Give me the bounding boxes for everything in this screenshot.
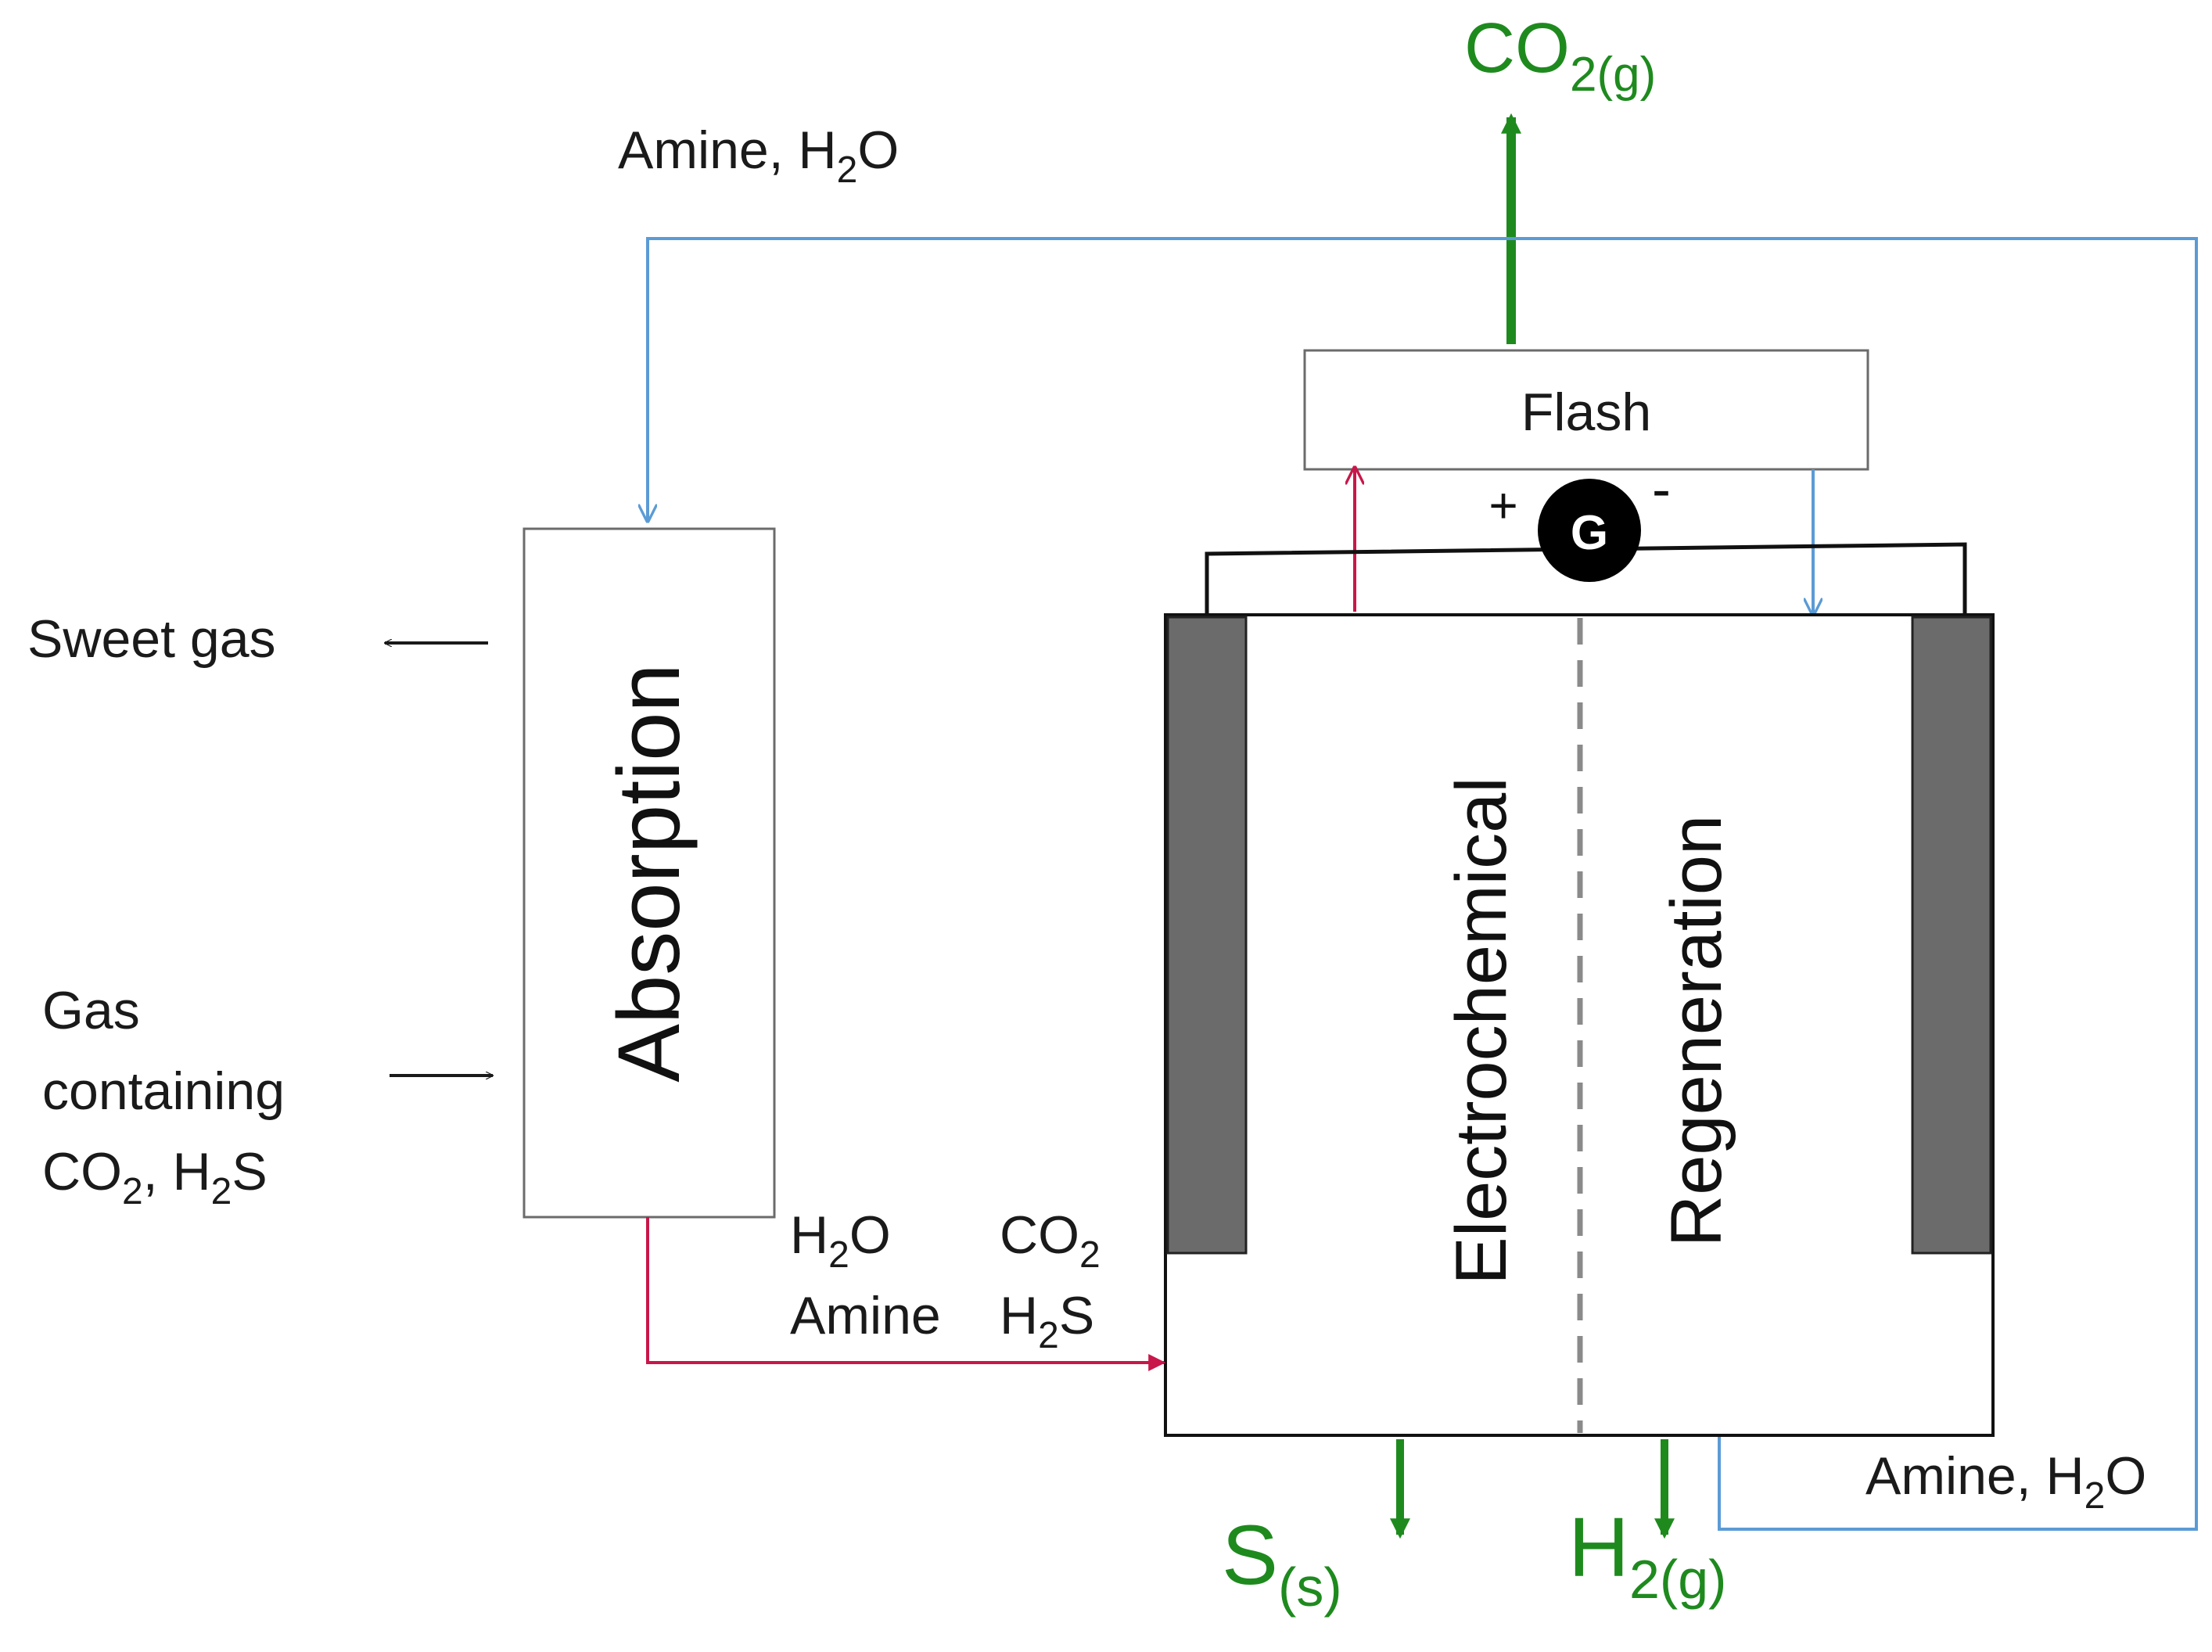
generator-minus-terminal: - [1652, 458, 1671, 521]
feed-gas-label-line3: CO2, H2S [42, 1142, 268, 1212]
left-electrode [1166, 616, 1248, 1255]
absorption-column [522, 527, 776, 1219]
rich-amine-stream-line [646, 1217, 1166, 1371]
regeneration-label: Regeneration [1657, 815, 1736, 1247]
feed-gas-label-line2: containing [42, 1061, 285, 1121]
stream-amine-label: Amine [790, 1286, 941, 1345]
lean-amine-recycle-line [648, 237, 2198, 1531]
right-electrode [1911, 616, 1992, 1255]
co2-product-label: CO2(g) [1464, 9, 1656, 102]
amine-water-bottom-label: Amine, H2O [1865, 1446, 2146, 1517]
hydrogen-product-label: H2(g) [1568, 1499, 1726, 1610]
electrochemical-label: Electrochemical [1442, 777, 1521, 1284]
stream-h2o-label: H2O [790, 1205, 891, 1276]
feed-gas-label-line1: Gas [42, 981, 140, 1040]
stream-h2s-label: H2S [1000, 1286, 1094, 1356]
generator-label: G [1571, 506, 1608, 560]
sulfur-product-label: S(s) [1222, 1507, 1342, 1618]
absorption-label: Absorption [600, 663, 698, 1082]
generator-plus-terminal: + [1488, 477, 1517, 533]
flash-unit [1303, 349, 1869, 471]
generator-icon [1538, 479, 1641, 582]
flash-label: Flash [1521, 382, 1651, 442]
amine-water-top-label: Amine, H2O [618, 120, 899, 191]
stream-co2-label: CO2 [1000, 1205, 1101, 1276]
sweet-gas-label: Sweet gas [27, 609, 276, 669]
